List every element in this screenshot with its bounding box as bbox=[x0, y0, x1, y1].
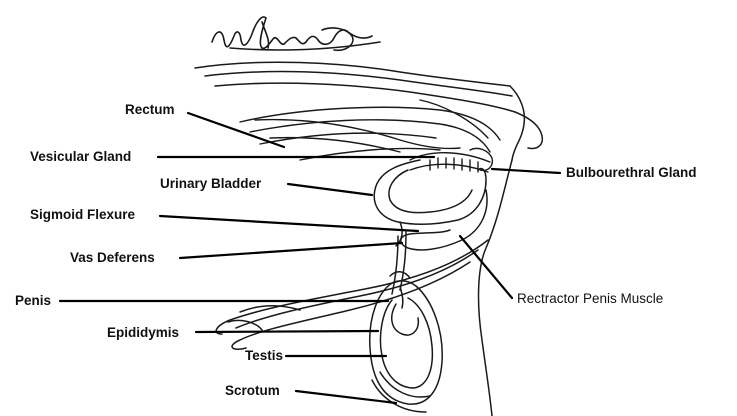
leader-bulbourethral-gland bbox=[492, 169, 560, 173]
leader-rectum bbox=[188, 113, 284, 147]
leader-epididymis bbox=[196, 331, 378, 332]
label-penis: Penis bbox=[15, 294, 51, 308]
label-rectum: Rectum bbox=[125, 103, 175, 117]
label-testis: Testis bbox=[245, 349, 283, 363]
label-vas-deferens: Vas Deferens bbox=[70, 251, 155, 265]
bladder-drawing bbox=[374, 160, 487, 250]
leader-sigmoid-flexure bbox=[160, 216, 418, 231]
signature-mark bbox=[212, 17, 380, 50]
label-bulbourethral-gland: Bulbourethral Gland bbox=[566, 166, 697, 180]
label-urinary-bladder: Urinary Bladder bbox=[160, 177, 261, 191]
label-sigmoid-flexure: Sigmoid Flexure bbox=[30, 208, 135, 222]
leader-vas-deferens bbox=[180, 243, 402, 258]
label-retractor-penis-muscle: Rectractor Penis Muscle bbox=[517, 292, 663, 306]
label-vesicular-gland: Vesicular Gland bbox=[30, 150, 131, 164]
label-epididymis: Epididymis bbox=[107, 326, 179, 340]
rectum-drawing bbox=[240, 100, 500, 160]
leader-retractor-penis-muscle bbox=[460, 236, 512, 298]
label-scrotum: Scrotum bbox=[225, 384, 280, 398]
leader-urinary-bladder bbox=[288, 184, 372, 195]
